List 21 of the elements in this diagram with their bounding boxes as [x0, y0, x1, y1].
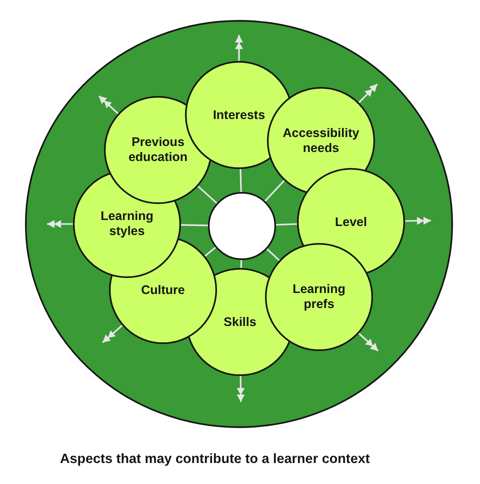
caption: Aspects that may contribute to a learner context [60, 451, 370, 466]
topic-circle [265, 243, 373, 351]
connector-line [240, 260, 242, 268]
hub-circle [208, 192, 276, 260]
connector-line [180, 224, 208, 226]
connector-line [197, 186, 218, 204]
connector-line [240, 168, 242, 192]
circle-label: Accessibility needs [282, 126, 360, 156]
outer-circle [25, 20, 453, 428]
connector-line [266, 248, 280, 261]
connector-line [264, 180, 285, 202]
connector-line [204, 246, 216, 257]
circle-label: Learning styles [100, 209, 154, 239]
circle-label: Previous education [127, 135, 189, 165]
circle-label: Interests [212, 108, 266, 122]
circle-label: Skills [224, 314, 256, 330]
connector-line [276, 223, 298, 226]
circle-label: Level [335, 214, 367, 230]
topic-circle [104, 96, 212, 204]
circle-label: Culture [141, 282, 185, 298]
circle-label: Learning prefs [292, 282, 346, 312]
